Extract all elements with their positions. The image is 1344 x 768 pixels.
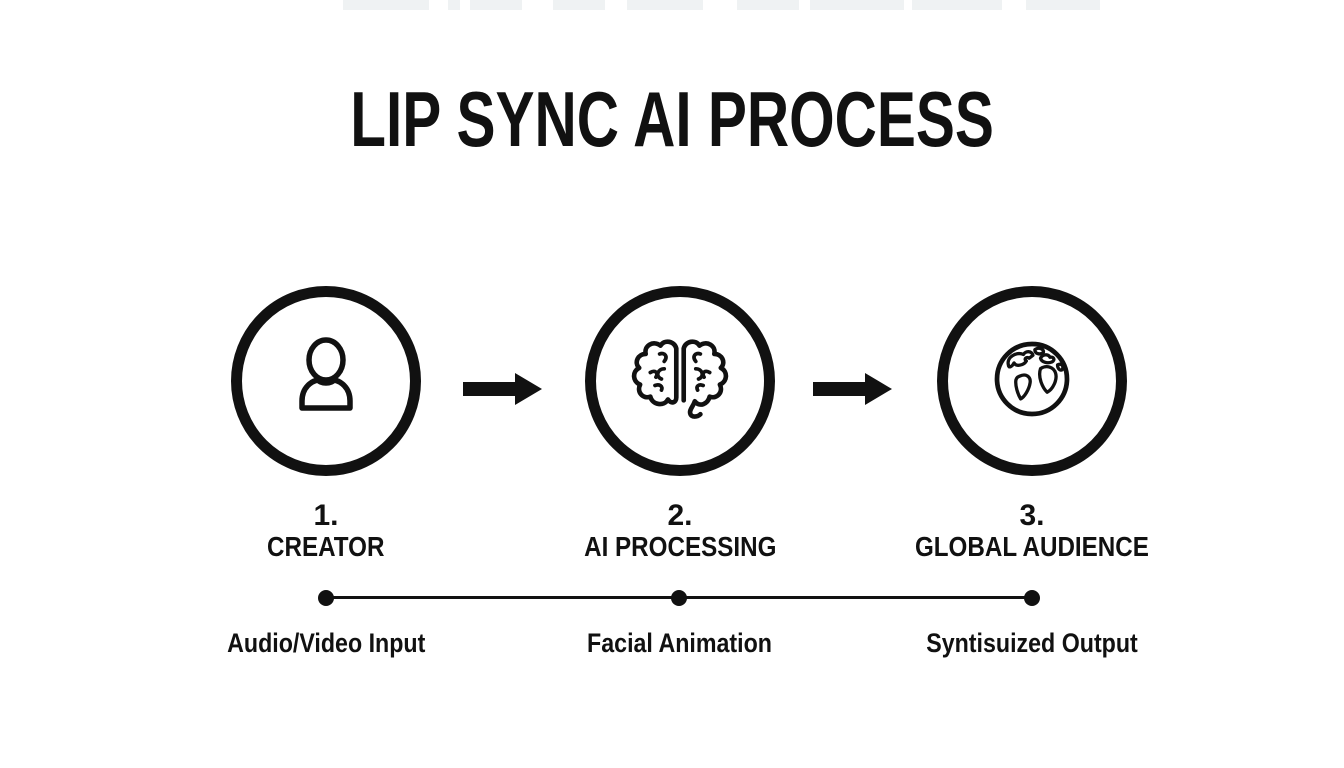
step-sublabel-audio-video-input: Audio/Video Input: [226, 628, 426, 658]
step-sublabel-synthesized-output: Syntisuized Output: [926, 628, 1138, 658]
top-edge-artifact: [912, 0, 1002, 10]
timeline-dot: [318, 590, 334, 606]
step-sublabel-facial-animation: Facial Animation: [587, 628, 773, 658]
step-label: AI PROCESSING: [583, 531, 777, 562]
top-edge-artifact: [1026, 0, 1100, 10]
top-edge-artifact: [470, 0, 522, 10]
brain-icon: [624, 328, 736, 435]
step-circle-ai-processing: [585, 286, 775, 476]
top-edge-artifact: [343, 0, 429, 10]
step-caption-creator: 1. CREATOR: [166, 500, 486, 562]
top-edge-artifact: [553, 0, 605, 10]
globe-icon: [980, 327, 1084, 436]
step-caption-global-audience: 3. GLOBAL AUDIENCE: [872, 500, 1192, 562]
step-number: 2.: [667, 499, 693, 532]
person-icon: [276, 327, 376, 436]
step-label: GLOBAL AUDIENCE: [915, 531, 1149, 562]
top-edge-artifact: [627, 0, 703, 10]
step-number: 1.: [313, 499, 339, 532]
step-caption-ai-processing: 2. AI PROCESSING: [520, 500, 840, 562]
arrow-right-icon: [813, 373, 892, 405]
step-circle-creator: [231, 286, 421, 476]
top-edge-artifact: [737, 0, 799, 10]
timeline-dot: [1024, 590, 1040, 606]
step-label: CREATOR: [267, 531, 385, 562]
step-number: 3.: [1019, 499, 1045, 532]
top-edge-artifact: [448, 0, 460, 10]
arrow-right-icon: [463, 373, 542, 405]
step-circle-global-audience: [937, 286, 1127, 476]
timeline-dot: [671, 590, 687, 606]
top-edge-artifact: [810, 0, 904, 10]
page-title: LIP SYNC AI PROCESS: [350, 75, 994, 163]
